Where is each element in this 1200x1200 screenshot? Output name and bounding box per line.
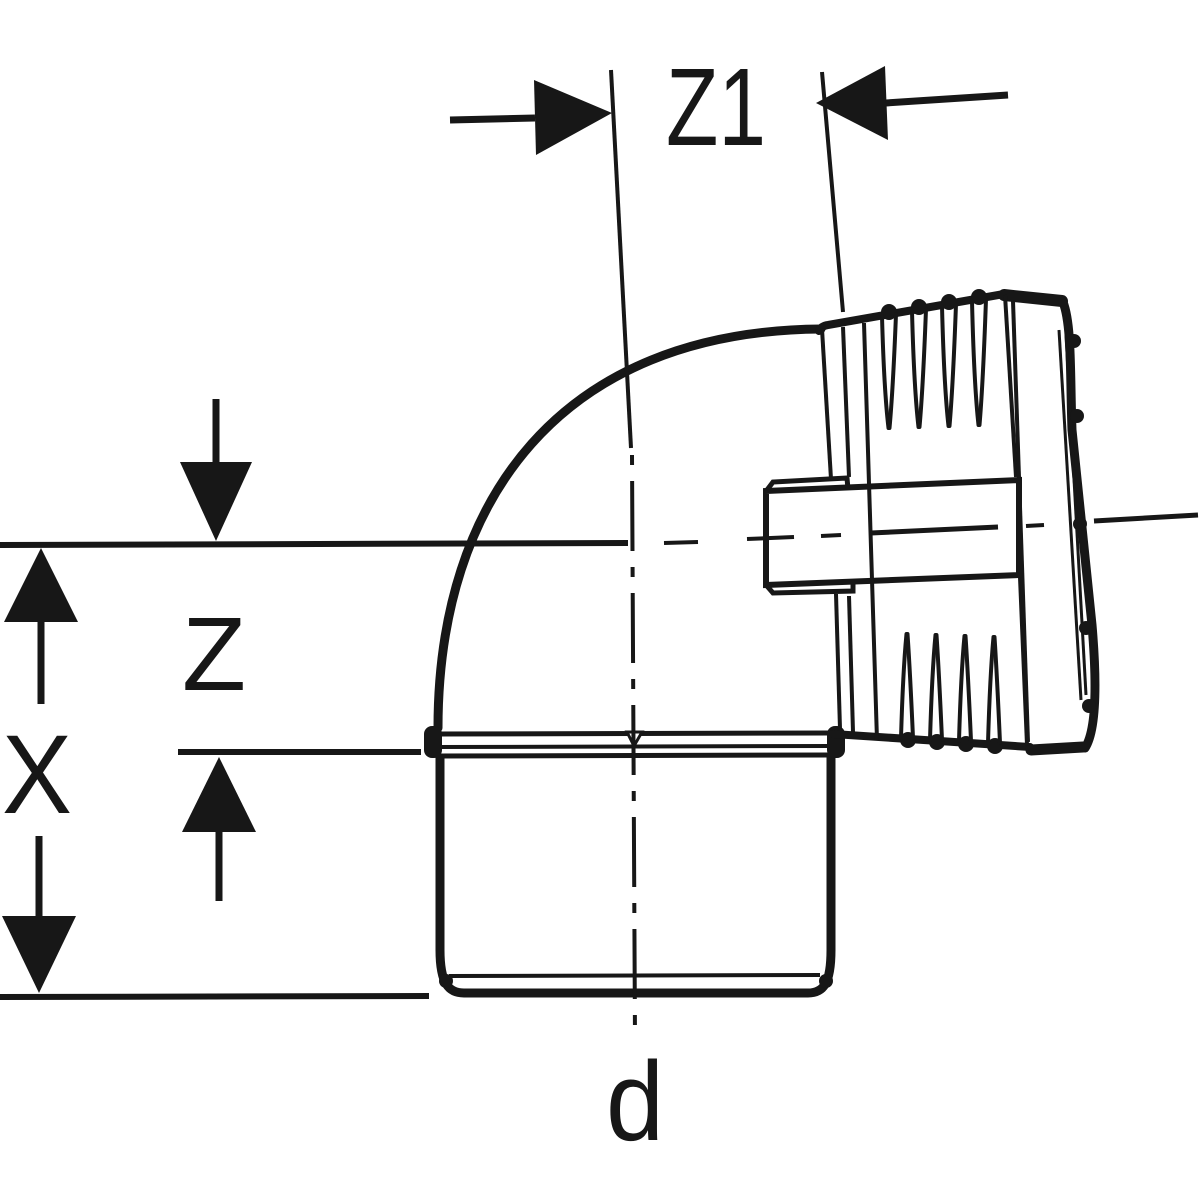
z-arrowhead-down	[180, 462, 252, 541]
dimension-z1: Z1	[449, 46, 1009, 313]
socket-corner-right	[819, 974, 833, 988]
seal-lip-bump	[1067, 334, 1081, 348]
rib-bump-top	[881, 304, 897, 320]
flange-face-line	[1057, 329, 1083, 701]
flange-bottom-edge	[1025, 741, 1089, 756]
z1-extension-line-left	[609, 69, 633, 449]
top-rib-grooves	[880, 297, 988, 430]
z1-extension-line-right	[820, 71, 845, 313]
elbow-fitting	[424, 289, 1100, 998]
tab-collar-top	[765, 475, 851, 492]
rib-bump-top	[971, 289, 987, 305]
centerlines	[609, 69, 1199, 1041]
elbow-outer-arc	[433, 324, 826, 733]
flange-top-edge	[998, 289, 1068, 307]
seal-lip-bump	[1079, 621, 1093, 635]
tab-collar-bottom	[765, 582, 856, 596]
seal-lip-bump	[1082, 699, 1096, 713]
bead-knob-left	[424, 726, 442, 758]
z-arrowhead-up	[182, 757, 256, 832]
z1-arrowhead-right	[816, 66, 888, 140]
vertical-centerline	[630, 454, 637, 1041]
z1-arrowhead-left	[534, 80, 612, 155]
z-label: Z	[182, 596, 246, 713]
rib-bump-top	[941, 294, 957, 310]
spigot-divider-through-tab	[862, 322, 879, 741]
axis-reference-line	[0, 540, 629, 548]
bottom-rib-grooves	[899, 632, 1002, 745]
x-label: X	[2, 712, 72, 837]
horizontal-centerline	[663, 512, 1199, 545]
rib-bump-top	[911, 299, 927, 315]
reference-lines	[0, 540, 629, 1000]
dimension-z: Z	[180, 399, 256, 901]
seal-lip-bump	[1073, 517, 1087, 531]
z1-tail-left	[449, 114, 536, 124]
x-arrowhead-down	[2, 916, 76, 993]
z1-tail-right	[885, 91, 1009, 107]
z1-label: Z1	[666, 46, 766, 169]
flange-face-line	[1064, 334, 1088, 696]
diameter-label: d	[606, 1039, 664, 1164]
socket-end-reference-line	[0, 993, 430, 1000]
spigot-top-edge	[815, 290, 1008, 335]
x-arrowhead-up	[4, 548, 78, 622]
dimension-x: X	[2, 548, 78, 993]
seal-lip-bump	[1070, 409, 1084, 423]
